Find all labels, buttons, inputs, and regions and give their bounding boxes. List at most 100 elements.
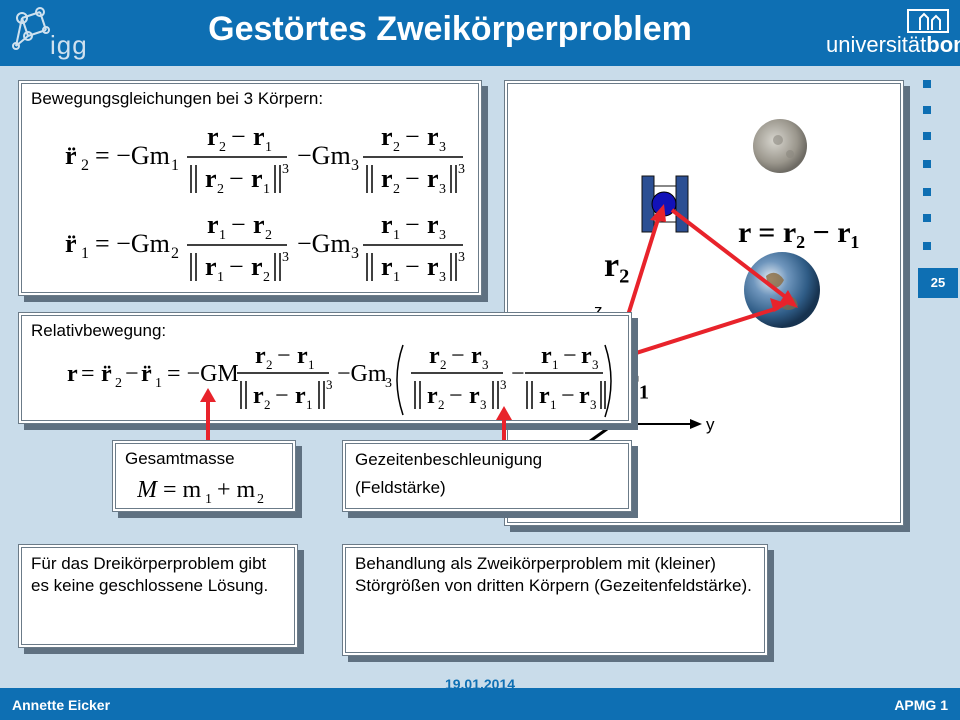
university-logo-text: universitätbonn [826,32,960,57]
svg-text:−: − [275,383,289,409]
svg-text:3: 3 [458,250,465,265]
svg-text:1: 1 [263,182,270,197]
svg-text:r: r [469,383,480,409]
page-number-badge: 25 [918,268,958,298]
svg-text:−: − [405,164,420,193]
footer-bar: Annette Eicker 19.01.2014 APMG 1 [0,676,960,720]
svg-text:+ m: + m [217,477,256,503]
svg-text:r: r [381,164,393,193]
svg-text:= −Gm: = −Gm [95,141,170,170]
svg-text:−Gm: −Gm [337,361,387,387]
svg-text:2: 2 [393,182,400,197]
moon-icon [753,119,807,173]
svg-text:2: 2 [171,245,179,262]
earth-icon [744,252,820,328]
svg-text:−: − [449,383,463,409]
svg-text:= −Gm: = −Gm [95,229,170,258]
svg-text:3: 3 [458,162,465,177]
svg-text:2: 2 [264,397,271,412]
svg-text:3: 3 [439,182,446,197]
svg-text:r: r [67,361,78,387]
svg-text:r: r [579,383,590,409]
svg-text:3: 3 [439,228,446,243]
svg-text:3: 3 [351,245,359,262]
svg-text:r: r [207,210,219,239]
tidal-line1: Gezeitenbeschleunigung [355,450,543,469]
svg-text:r: r [471,343,482,369]
svg-text:−: − [563,343,577,369]
svg-text:2: 2 [115,376,122,391]
svg-text:2: 2 [266,357,273,372]
svg-text:1: 1 [155,376,162,391]
igg-network-logo-icon [12,7,50,50]
svg-text:−: − [561,383,575,409]
nav-marker[interactable] [923,188,931,196]
svg-text:2: 2 [263,270,270,285]
svg-text:−: − [511,361,525,387]
y-axis-arrowhead [690,419,702,429]
tidal-text: Gezeitenbeschleunigung (Feldstärke) [355,449,619,499]
svg-text:r̈: r̈ [101,361,112,387]
axis-y-label: y [706,415,715,434]
svg-text:3: 3 [590,397,597,412]
svg-text:1: 1 [393,270,400,285]
svg-text:r: r [253,122,265,151]
nav-marker[interactable] [923,80,931,88]
tidal-line2: (Feldstärke) [355,478,446,497]
svg-text:3: 3 [482,357,489,372]
svg-text:r: r [255,343,266,369]
nav-marker[interactable] [923,160,931,168]
footer-course: APMG 1 [894,697,948,713]
svg-text:= m: = m [163,477,202,503]
relative-heading: Relativbewegung: [31,321,167,340]
svg-text:r: r [295,383,306,409]
svg-text:=: = [81,361,95,387]
svg-text:1: 1 [306,397,313,412]
svg-text:−: − [229,164,244,193]
svg-text:r: r [539,383,550,409]
r2-arrowhead [650,204,666,222]
svg-text:r: r [427,383,438,409]
igg-logo-text: igg [50,30,88,60]
svg-text:−: − [125,361,139,387]
svg-text:2: 2 [217,182,224,197]
svg-text:1: 1 [265,140,272,155]
svg-text:r: r [427,210,439,239]
footer-author: Annette Eicker [12,697,111,713]
two-body-text: Behandlung als Zweikörperproblem mit (kl… [355,554,752,595]
svg-text:r: r [581,343,592,369]
nav-marker[interactable] [923,106,931,114]
three-body-note-box: Für das Dreikörperproblem gibt es keine … [18,544,298,648]
svg-text:3: 3 [439,270,446,285]
nav-marker[interactable] [923,214,931,222]
university-seal-icon [907,9,949,33]
svg-text:r: r [381,122,393,151]
svg-text:2: 2 [438,397,445,412]
svg-text:r: r [427,122,439,151]
svg-text:2: 2 [440,357,447,372]
nav-marker[interactable] [923,242,931,250]
svg-text:1: 1 [393,228,400,243]
svg-text:r: r [429,343,440,369]
three-body-text: Für das Dreikörperproblem gibt es keine … [31,554,269,595]
footer-date: 19.01.2014 [444,676,516,692]
svg-text:r: r [253,383,264,409]
vector-r2-label: r₂ [604,247,629,284]
svg-text:r̈: r̈ [141,361,152,387]
svg-text:1: 1 [217,270,224,285]
svg-text:−: − [405,210,420,239]
svg-text:r̈: r̈ [65,229,77,258]
nav-marker[interactable] [923,132,931,140]
svg-text:1: 1 [308,357,315,372]
svg-text:−Gm: −Gm [297,229,351,258]
svg-text:r: r [381,210,393,239]
footer-date-wrapper: 19.01.2014 [0,676,960,704]
svg-text:2: 2 [219,140,226,155]
svg-text:3: 3 [282,250,289,265]
